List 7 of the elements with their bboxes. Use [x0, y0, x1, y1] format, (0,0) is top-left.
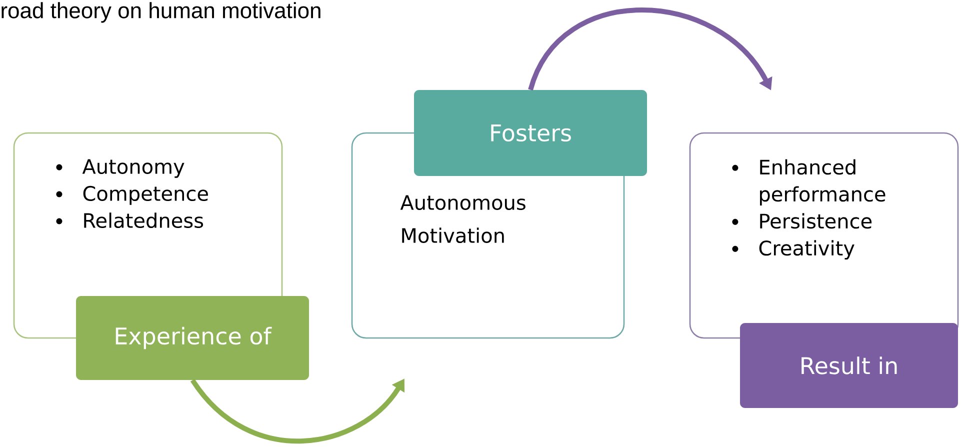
curved-arrow	[190, 378, 404, 444]
label-tab: Experience of	[76, 296, 309, 380]
curved-arrow	[528, 8, 772, 91]
title: road theory on human motivation	[2, 2, 320, 23]
list-box: Enhanced performance Persistence Creativity	[689, 132, 959, 339]
label-tab: Result in	[740, 323, 958, 408]
label-tab: Fosters	[414, 90, 647, 176]
